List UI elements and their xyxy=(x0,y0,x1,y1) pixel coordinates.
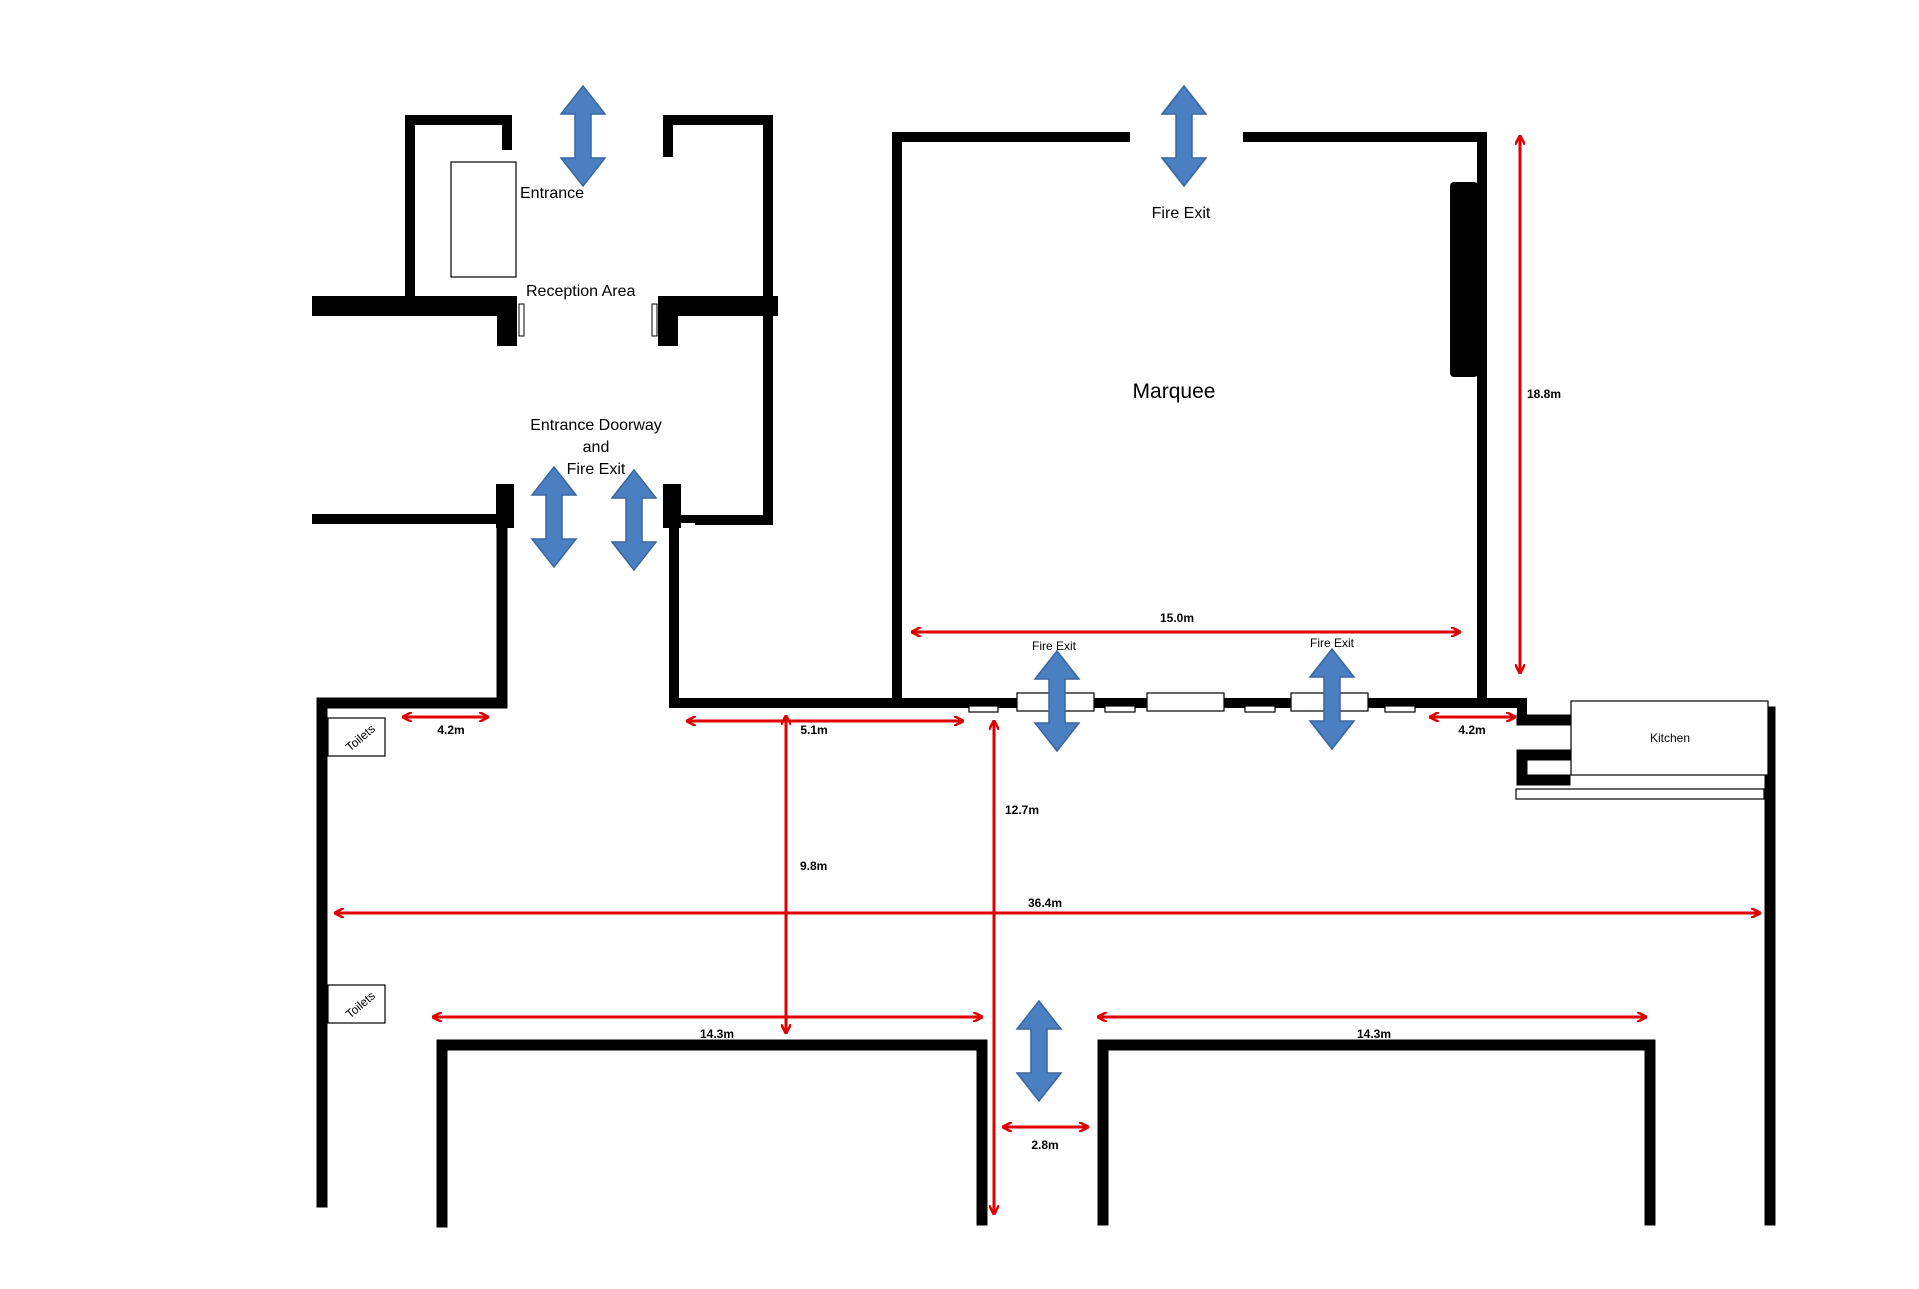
entrance-doorway-label-1: Entrance Doorway xyxy=(530,417,662,434)
reception-mid-right-wall xyxy=(658,296,778,346)
dim-marquee-width: 15.0m xyxy=(1160,611,1194,625)
walls xyxy=(312,115,1776,1228)
marquee-opening-1 xyxy=(968,705,999,713)
entrance-doorway-label-2: and xyxy=(583,439,610,456)
reception-area-label: Reception Area xyxy=(526,283,636,300)
dim-right-block: 14.3m xyxy=(1357,1027,1391,1041)
marquee-opening-3 xyxy=(1244,705,1276,713)
fire-exit-top-label: Fire Exit xyxy=(1152,205,1211,222)
dim-left-block: 14.3m xyxy=(700,1027,734,1041)
exit-arrow-passage-icon xyxy=(1015,999,1063,1103)
fire-exit-left-label: Fire Exit xyxy=(1032,639,1077,653)
dim-total-width: 36.4m xyxy=(1028,896,1062,910)
reception-mid-left-wall xyxy=(312,296,517,346)
exit-arrows xyxy=(530,84,1356,1103)
exit-arrow-marquee-top-icon xyxy=(1160,84,1208,188)
marquee-left-wall xyxy=(892,132,1130,708)
fire-exit-right-label: Fire Exit xyxy=(1310,636,1355,650)
kitchen-room xyxy=(1570,700,1769,776)
dimension-lines xyxy=(336,137,1759,1213)
toilets-bottom-box xyxy=(327,984,386,1024)
marquee-right-wall xyxy=(1243,132,1487,708)
dim-passage: 2.8m xyxy=(1031,1138,1058,1152)
kitchen-counter xyxy=(1515,788,1765,800)
lower-right-block xyxy=(1097,1039,1656,1226)
kitchen-connector-bottom xyxy=(1516,749,1571,786)
entrance-doorway-label-3: Fire Exit xyxy=(567,461,626,478)
reception-top-left-wall xyxy=(405,115,512,305)
dim-right-gap: 4.2m xyxy=(1458,723,1485,737)
dim-mid-gap: 5.1m xyxy=(800,723,827,737)
exit-arrow-entrance-top-icon xyxy=(559,84,607,188)
marquee-label: Marquee xyxy=(1133,380,1216,403)
reception-door-left xyxy=(518,303,525,337)
marquee-door-2 xyxy=(1146,692,1225,712)
marquee-opening-2 xyxy=(1104,705,1136,713)
exit-arrow-doorway-right-icon xyxy=(610,468,658,572)
exit-arrow-marquee-left-icon xyxy=(1033,649,1081,753)
dim-marquee-height: 18.8m xyxy=(1527,387,1561,401)
lower-left-block xyxy=(436,1039,988,1228)
exit-arrow-marquee-right-icon xyxy=(1308,647,1356,751)
exit-arrow-doorway-left-icon xyxy=(530,465,578,569)
entrance-label: Entrance xyxy=(520,185,584,202)
reception-desk xyxy=(450,161,517,278)
marquee-stage xyxy=(1450,182,1478,377)
corridor-right-wall xyxy=(669,514,1527,725)
reception-top-right-wall xyxy=(663,115,773,525)
dim-depth-12-7: 12.7m xyxy=(1005,803,1039,817)
toilets-top-box xyxy=(327,717,386,757)
dim-depth-9-8: 9.8m xyxy=(800,859,827,873)
kitchen-label: Kitchen xyxy=(1650,731,1690,745)
dim-left-gap: 4.2m xyxy=(437,723,464,737)
marquee-opening-4 xyxy=(1384,705,1416,713)
reception-door-right xyxy=(651,303,658,337)
corridor-left-wall xyxy=(316,513,508,1208)
